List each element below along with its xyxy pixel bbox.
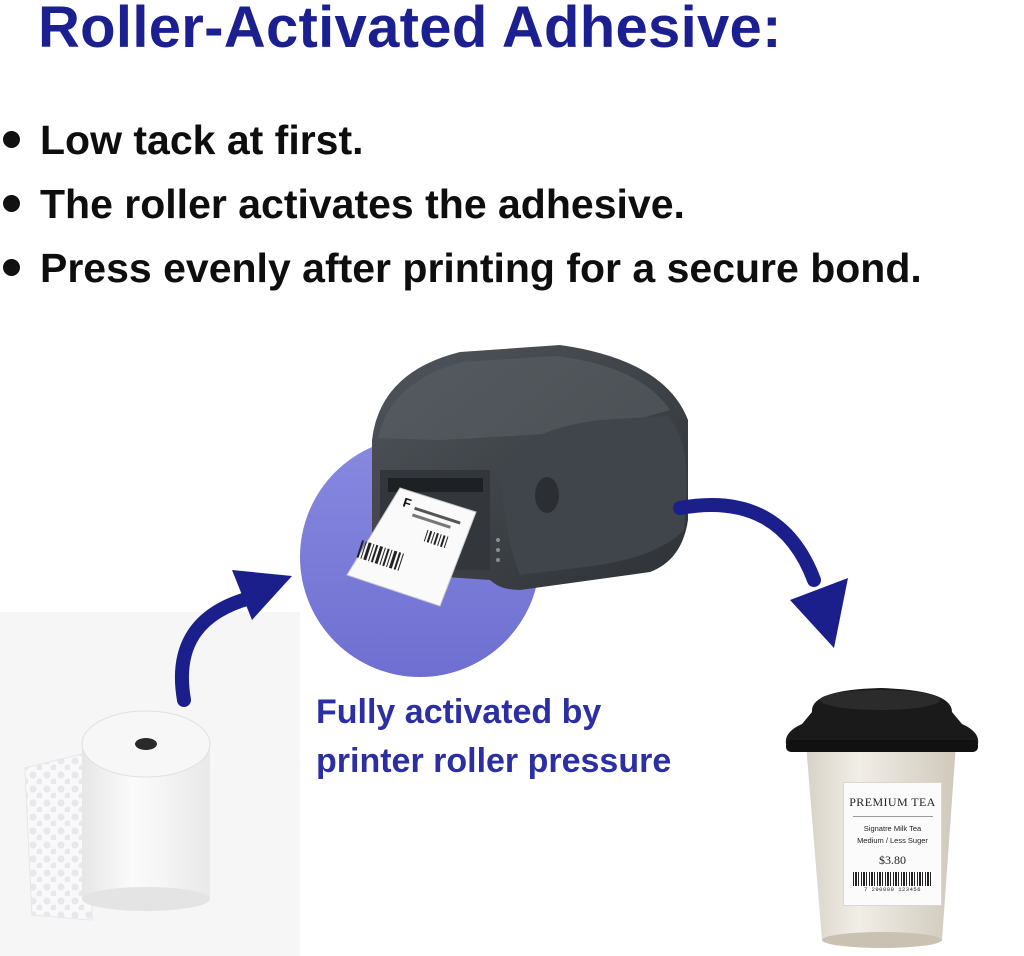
barcode-number: 7 290000 123456 xyxy=(863,886,921,893)
list-item: Press evenly after printing for a secure… xyxy=(0,236,1024,300)
page-title: Roller-Activated Adhesive: xyxy=(38,0,782,60)
curved-arrow-icon xyxy=(174,570,292,707)
caption: Fully activated by printer roller pressu… xyxy=(316,688,736,786)
caption-line: printer roller pressure xyxy=(316,742,672,780)
bullet-icon xyxy=(3,195,20,212)
divider xyxy=(852,816,933,817)
curved-arrow-icon xyxy=(673,498,848,648)
cup-label-line: Medium / Less Suger xyxy=(857,836,928,845)
list-item-text: Low tack at first. xyxy=(40,117,364,163)
feature-list: Low tack at first. The roller activates … xyxy=(0,108,1024,300)
bullet-icon xyxy=(3,131,20,148)
printer-illustration: F xyxy=(346,345,688,607)
cup-label-title: PREMIUM TEA xyxy=(849,795,936,809)
list-item: The roller activates the adhesive. xyxy=(0,172,1024,236)
cup-label-line: Signatre Milk Tea xyxy=(863,824,922,833)
list-item-text: The roller activates the adhesive. xyxy=(40,181,685,227)
caption-line: Fully activated by xyxy=(316,693,602,731)
cup-label: PREMIUM TEA Signatre Milk Tea Medium / L… xyxy=(843,782,942,906)
list-item: Low tack at first. xyxy=(0,108,1024,172)
label-roll xyxy=(24,710,211,921)
bullet-icon xyxy=(3,259,20,276)
barcode xyxy=(852,872,933,886)
cup-label-price: $3.80 xyxy=(879,853,906,867)
list-item-text: Press evenly after printing for a secure… xyxy=(40,245,922,291)
